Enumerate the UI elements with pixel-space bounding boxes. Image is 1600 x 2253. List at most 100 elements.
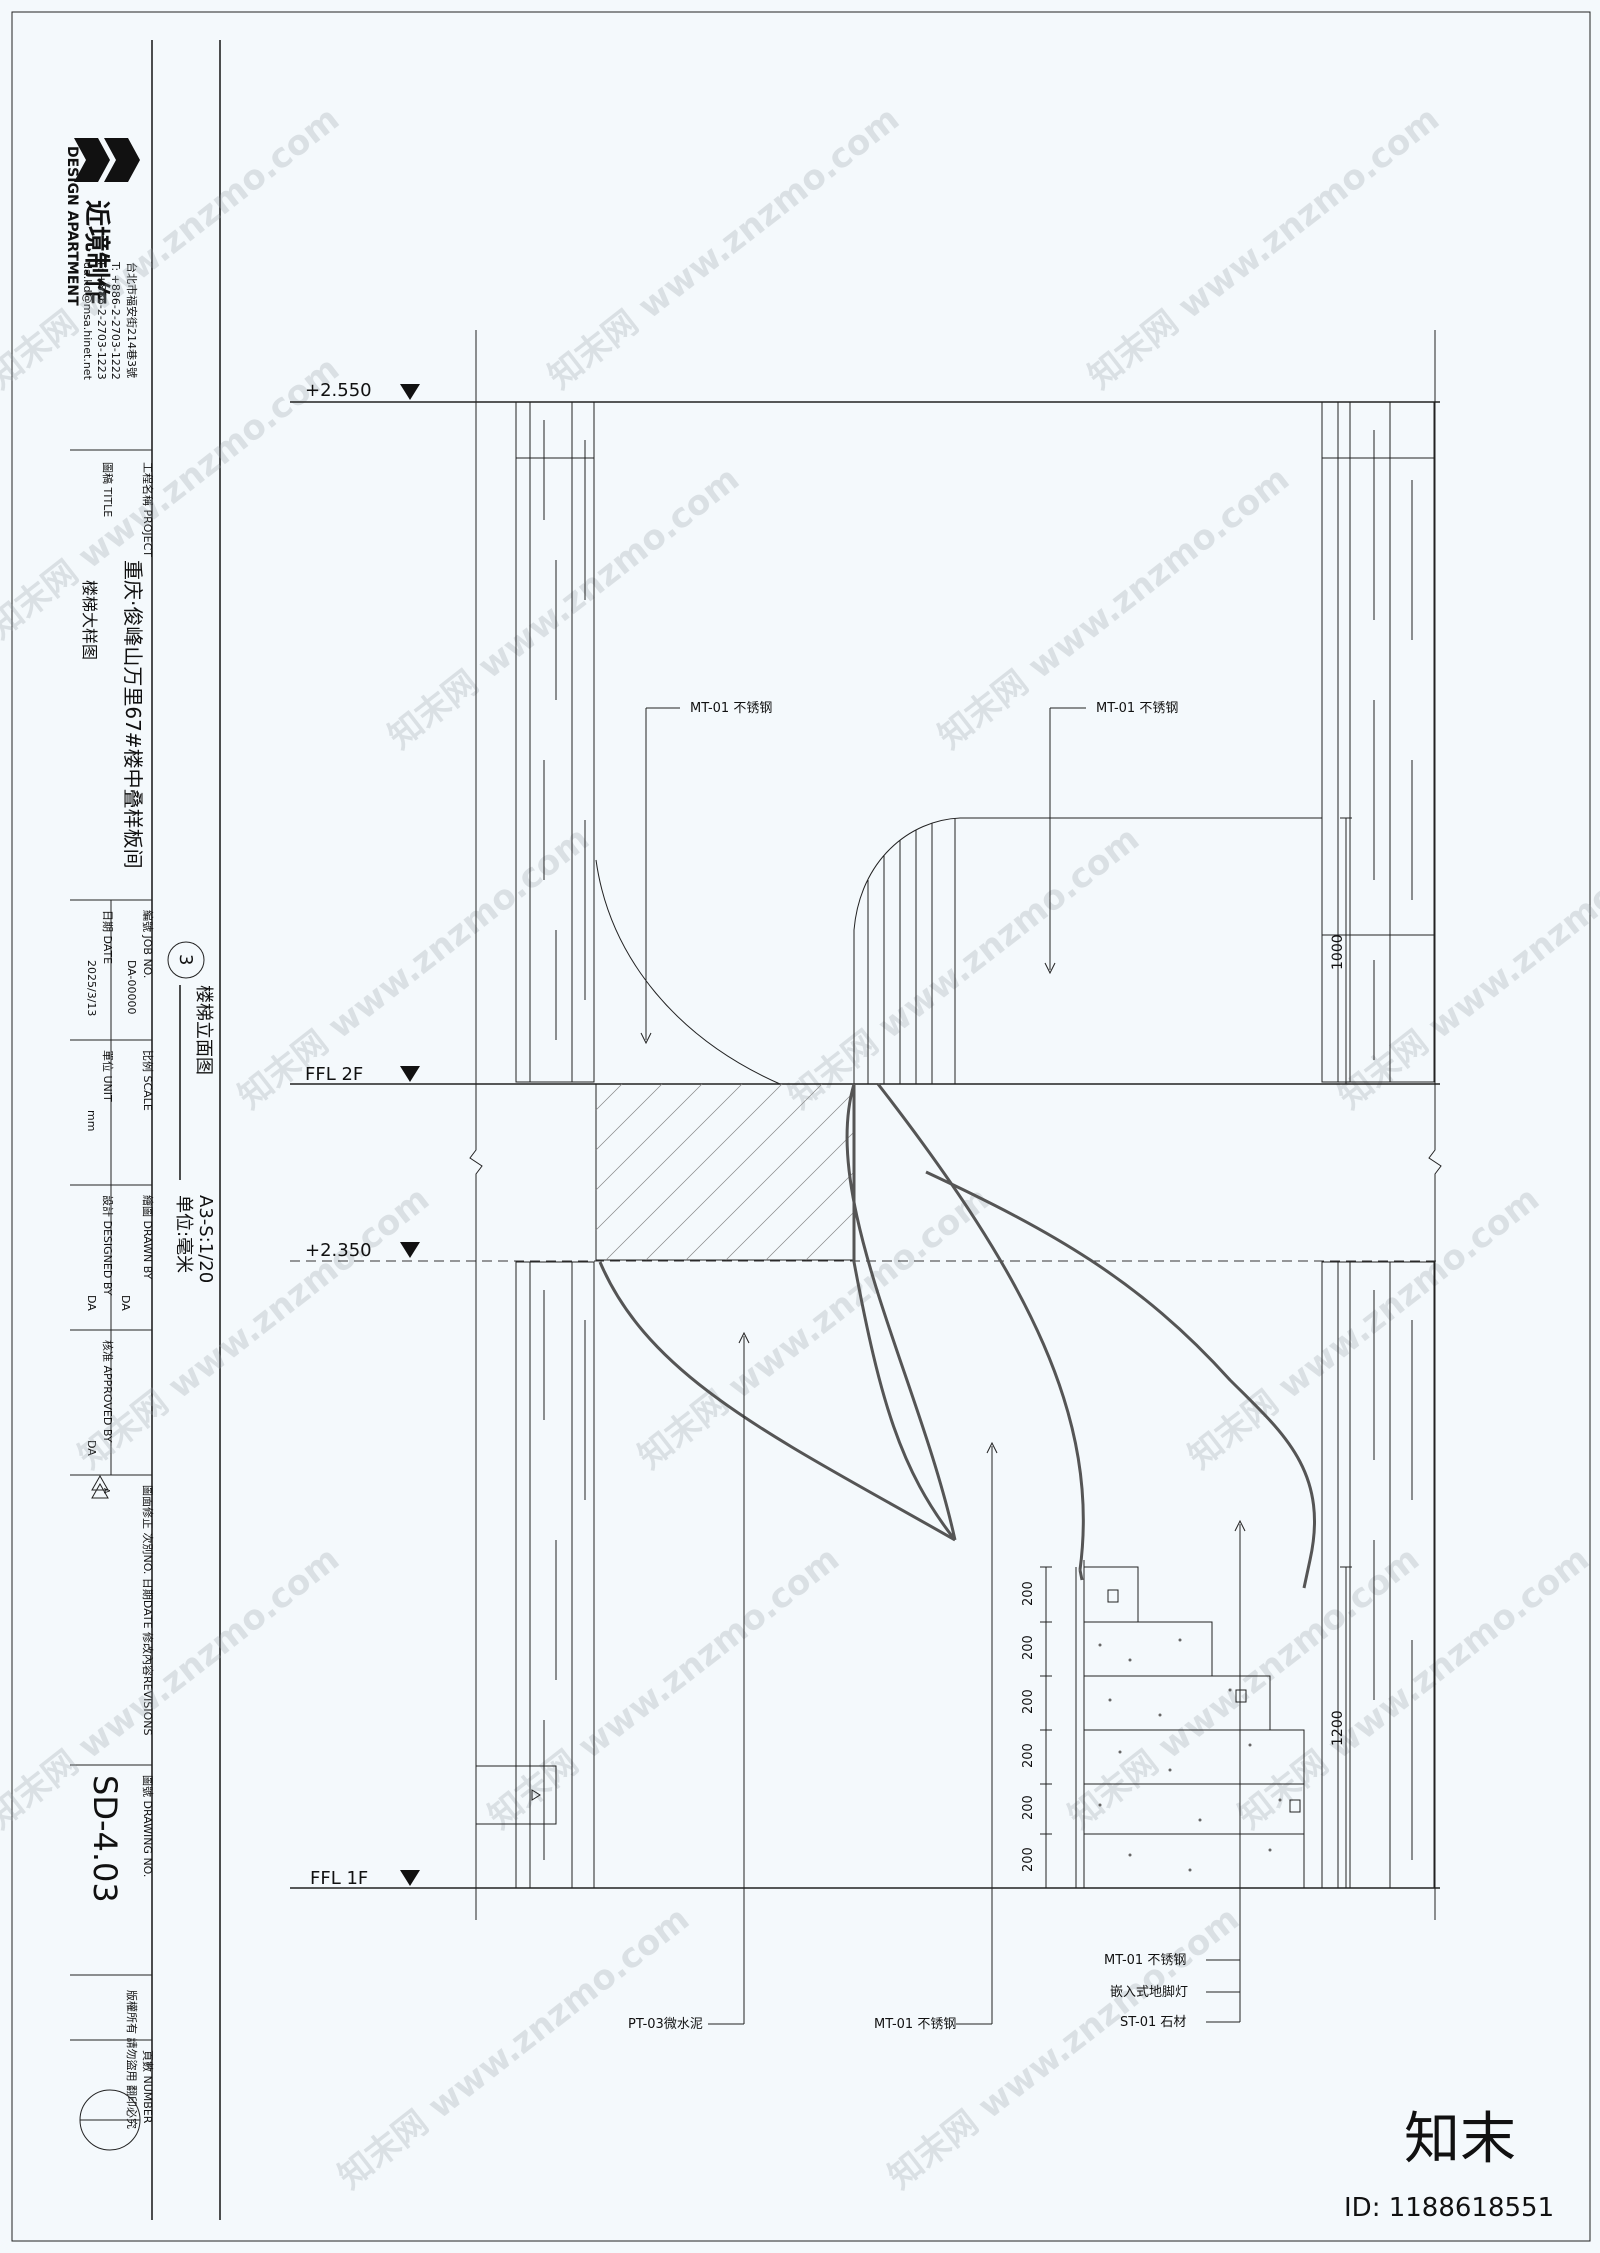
stringer-curve-c: [876, 1083, 1085, 1571]
drawing-index-circle: [167, 941, 205, 979]
title-value: 楼梯大样图: [80, 580, 99, 660]
svg-text:200: 200: [1021, 1847, 1036, 1872]
company-logo: [74, 138, 140, 182]
stringer-curve-b: [845, 1083, 957, 1541]
project-name: 重庆·俊峰山万里67#楼中叠样板间: [121, 560, 145, 869]
svg-text:200: 200: [1021, 1635, 1036, 1660]
svg-text:1000: 1000: [1330, 934, 1346, 970]
svg-text:PT-03微水泥: PT-03微水泥: [628, 2017, 703, 2032]
stair-steps: [1075, 1560, 1305, 1889]
leader-stair-callouts: MT-01 不锈钢 嵌入式地脚灯 ST-01 石材: [1104, 1519, 1246, 2030]
right-wall-lower: [1321, 1261, 1435, 1889]
sheet-border: [11, 11, 1591, 2242]
drawing-scale: A3-S:1/20: [195, 1195, 216, 1283]
rail-dimension-lower: 1200: [1330, 1566, 1352, 1888]
date-value: 2025/3/13: [85, 960, 98, 1016]
designed-by-label: 設計 DESIGNED BY: [101, 1195, 115, 1296]
svg-text:200: 200: [1021, 1689, 1036, 1714]
znzmo-logo: 知末 ID: 1188618551: [1344, 2107, 1554, 2223]
svg-text:200: 200: [1021, 1795, 1036, 1820]
svg-text:知末: 知末: [1404, 2107, 1516, 2172]
right-wall-upper: [1321, 401, 1435, 1083]
title-label: 圖稿 TITLE: [101, 462, 115, 517]
title-block: 近境制作 DESIGN APARTMENT 台北市福安街214巷3號 T: +8…: [64, 40, 221, 2220]
svg-text:1200: 1200: [1330, 1710, 1346, 1746]
svg-text:知末网 www.znzmo.com: 知末网 www.znzmo.com: [331, 1899, 697, 2197]
step-dimensions: 200 200 200 200 200 200: [1021, 1566, 1052, 1889]
drawing-no: SD-4.03: [86, 1775, 124, 1903]
svg-text:知末网 www.znzmo.com: 知末网 www.znzmo.com: [781, 819, 1147, 1117]
svg-text:知末网 www.znzmo.com: 知末网 www.znzmo.com: [1181, 1179, 1547, 1477]
level-marker-ffl1: FFL 1F: [310, 1868, 420, 1889]
company-name-en: DESIGN APARTMENT: [64, 146, 80, 306]
company-fax: F: +886-2-2703-1223: [95, 262, 108, 380]
svg-text:FFL 2F: FFL 2F: [305, 1064, 363, 1085]
rail-dimension-upper: 1000: [1330, 817, 1352, 1084]
revisions-label: 圖面修正 次別NO. 日期DATE 修改內容REVISIONS: [141, 1485, 155, 1736]
upper-curved-panel: [853, 817, 1322, 1084]
drawn-by-value: DA: [119, 1295, 132, 1311]
leader-mt01-bottom: MT-01 不锈钢: [874, 1441, 998, 2032]
leader-mt01-right: MT-01 不锈钢: [1044, 701, 1178, 975]
break-line-right: [1428, 330, 1442, 1920]
left-wall-upper: [515, 401, 595, 1083]
stringer-curve-a: [598, 1261, 956, 1542]
svg-text:FFL 1F: FFL 1F: [310, 1868, 368, 1889]
level-marker-ffl2: FFL 2F: [305, 1064, 420, 1085]
svg-text:200: 200: [1021, 1581, 1036, 1606]
unit-label: 單位 UNIT: [101, 1050, 115, 1102]
svg-text:ST-01 石材: ST-01 石材: [1120, 2015, 1186, 2030]
svg-text:知末网 www.znzmo.com: 知末网 www.znzmo.com: [1231, 1539, 1597, 1837]
svg-text:MT-01 不锈钢: MT-01 不锈钢: [874, 2017, 956, 2032]
company-address: 台北市福安街214巷3號: [125, 262, 139, 378]
svg-text:知末网 www.znzmo.com: 知末网 www.znzmo.com: [0, 349, 347, 647]
svg-text:MT-01 不锈钢: MT-01 不锈钢: [690, 701, 772, 716]
svg-text:知末网 www.znzmo.com: 知末网 www.znzmo.com: [1081, 99, 1447, 397]
svg-text:+2.550: +2.550: [305, 380, 372, 401]
svg-text:ID: 1188618551: ID: 1188618551: [1344, 2193, 1554, 2223]
designed-by-value: DA: [85, 1295, 98, 1311]
left-wall-lower: [515, 1261, 595, 1889]
number-label: 頁數 NUMBER: [141, 2050, 154, 2124]
svg-text:知末网 www.znzmo.com: 知末网 www.znzmo.com: [71, 1179, 437, 1477]
revision-mark-icon: [91, 1474, 109, 1499]
wall-outlet-box: [475, 1765, 557, 1825]
company-tel: T: +886-2-2703-1222: [109, 261, 122, 380]
svg-text:MT-01 不锈钢: MT-01 不锈钢: [1104, 1953, 1186, 1968]
level-marker-mid: +2.350: [305, 1240, 420, 1261]
stringer-curve-d: [925, 1170, 1316, 1589]
unit-value: mm: [85, 1110, 98, 1131]
copyright-note: 版權所有 請勿盜用 翻印必究: [125, 1990, 139, 2129]
company-email: da.kd@msa.hinet.net: [81, 262, 94, 381]
drawing-no-label: 圖號 DRAWING NO.: [141, 1775, 154, 1877]
leader-pt03: PT-03微水泥: [628, 1331, 750, 2032]
job-no-value: DA-00000: [125, 960, 138, 1015]
drawing-name: 楼梯立面图: [193, 985, 214, 1075]
floor-slab-hatch: [595, 1083, 855, 1261]
watermarks: 知末网 www.znzmo.com 知末网 www.znzmo.com 知末网 …: [0, 99, 1600, 2197]
revision-mark-a: A: [102, 1488, 111, 1494]
project-label: 工程名稱 PROJECT: [141, 462, 155, 557]
drawn-by-label: 繪圖 DRAWN BY: [141, 1195, 155, 1280]
leader-mt01-left: MT-01 不锈钢: [640, 701, 772, 1045]
svg-text:知末网 www.znzmo.com: 知末网 www.znzmo.com: [541, 99, 907, 397]
svg-text:知末网 www.znzmo.com: 知末网 www.znzmo.com: [1061, 1539, 1427, 1837]
svg-text:知末网 www.znzmo.com: 知末网 www.znzmo.com: [1331, 819, 1600, 1117]
svg-text:知末网 www.znzmo.com: 知末网 www.znzmo.com: [631, 1179, 997, 1477]
svg-text:200: 200: [1021, 1743, 1036, 1768]
break-line-left: [469, 330, 483, 1920]
drawing-index: 3: [175, 954, 196, 965]
svg-text:+2.350: +2.350: [305, 1240, 372, 1261]
approved-by-label: 核准 APPROVED BY: [101, 1340, 115, 1443]
upper-rail-curve-left: [595, 859, 781, 1085]
company-name-cn: 近境制作: [81, 200, 112, 304]
svg-text:嵌入式地脚灯: 嵌入式地脚灯: [1110, 1984, 1188, 2000]
job-no-label: 編號 JOB NO.: [141, 910, 155, 978]
approved-by-value: DA: [85, 1440, 98, 1456]
date-label: 日期 DATE: [101, 910, 114, 964]
svg-text:MT-01 不锈钢: MT-01 不锈钢: [1096, 701, 1178, 716]
stair-elevation: +2.550 FFL 2F +2.350 FFL 1F: [290, 330, 1442, 2032]
drawing-unit: 单位:毫米: [173, 1195, 194, 1273]
scale-label: 比例 SCALE: [141, 1050, 155, 1111]
